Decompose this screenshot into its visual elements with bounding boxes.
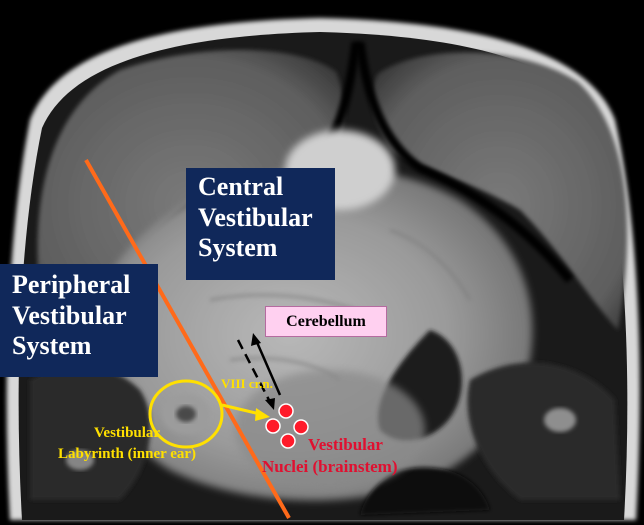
nucleus-dot [266,419,280,433]
nucleus-dot [294,420,308,434]
vestibular-labyrinth-label: Vestibular Labyrinth (inner ear) [58,423,196,465]
cerebellum-label: Cerebellum [265,306,387,337]
central-label-line: System [198,233,335,264]
nuclei-label-line: Vestibular [262,434,398,456]
peripheral-vestibular-system-label: Peripheral Vestibular System [0,264,158,377]
nucleus-dot [279,404,293,418]
central-label-line: Vestibular [198,203,335,234]
peripheral-label-line: System [12,331,158,362]
peripheral-label-line: Vestibular [12,301,158,332]
vestibular-nuclei-label: Vestibular Nuclei (brainstem) [262,434,398,478]
labyrinth-label-line: Labyrinth (inner ear) [58,444,196,465]
labyrinth-label-line: Vestibular [58,423,196,444]
nuclei-label-line: Nuclei (brainstem) [262,456,398,478]
central-vestibular-system-label: Central Vestibular System [186,168,335,280]
peripheral-label-line: Peripheral [12,270,158,301]
central-label-line: Central [198,172,335,203]
cranial-nerve-viii-label: VIII cr.n. [221,376,273,392]
